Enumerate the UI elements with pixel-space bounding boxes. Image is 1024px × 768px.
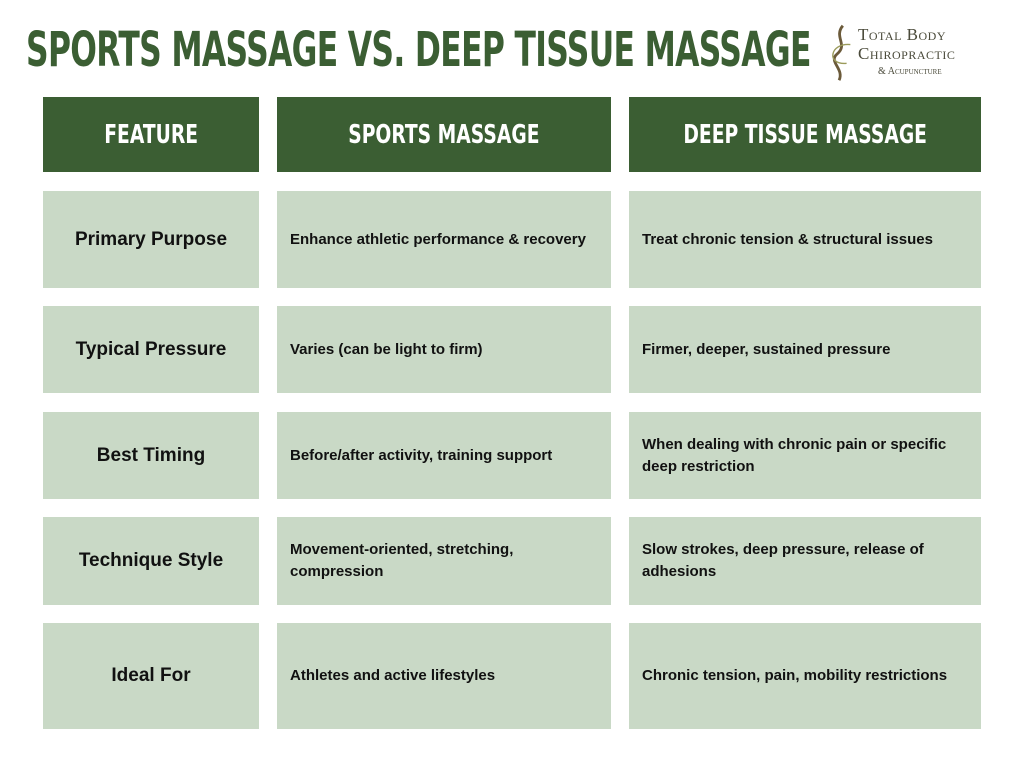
- page-title: SPORTS MASSAGE VS. DEEP TISSUE MASSAGE: [26, 22, 811, 78]
- cell-text: Best Timing: [96, 444, 206, 466]
- header-label: SPORTS MASSAGE: [348, 119, 540, 150]
- header-label: FEATURE: [104, 119, 198, 150]
- cell-text: Typical Pressure: [75, 338, 227, 360]
- table-cell-feature: Best Timing: [43, 412, 259, 499]
- cell-text: Slow strokes, deep pressure, release of …: [642, 541, 924, 580]
- table-cell-sports: Athletes and active lifestyles: [277, 623, 611, 729]
- table-cell-feature: Typical Pressure: [43, 306, 259, 393]
- table-cell-deep: Firmer, deeper, sustained pressure: [629, 306, 981, 393]
- header-deep-tissue-massage: DEEP TISSUE MASSAGE: [629, 97, 981, 172]
- table-cell-deep: When dealing with chronic pain or specif…: [629, 412, 981, 499]
- table-cell-feature: Technique Style: [43, 517, 259, 605]
- cell-text: Varies (can be light to firm): [290, 340, 483, 358]
- table-cell-sports: Varies (can be light to firm): [277, 306, 611, 393]
- table-cell-sports: Before/after activity, training support: [277, 412, 611, 499]
- logo: Total Body Chiropractic & Acupuncture: [824, 22, 994, 86]
- cell-text: Enhance athletic performance & recovery: [290, 230, 586, 248]
- table-cell-deep: Treat chronic tension & structural issue…: [629, 191, 981, 288]
- cell-text: Athletes and active lifestyles: [290, 667, 496, 684]
- table-cell-feature: Primary Purpose: [43, 191, 259, 288]
- table-cell-sports: Enhance athletic performance & recovery: [277, 191, 611, 288]
- cell-text: Primary Purpose: [74, 228, 228, 250]
- logo-line-2: Chiropractic: [858, 44, 956, 63]
- cell-text: Chronic tension, pain, mobility restrict…: [642, 667, 948, 684]
- table-cell-sports: Movement-oriented, stretching, compressi…: [277, 517, 611, 605]
- cell-text: Technique Style: [78, 550, 224, 571]
- table-cell-deep: Chronic tension, pain, mobility restrict…: [629, 623, 981, 729]
- cell-text: Firmer, deeper, sustained pressure: [642, 340, 891, 358]
- logo-line-1: Total Body: [858, 25, 947, 44]
- header-sports-massage: SPORTS MASSAGE: [277, 97, 611, 172]
- spine-logo-icon: [832, 24, 851, 81]
- cell-text: Ideal For: [111, 665, 191, 686]
- table-cell-feature: Ideal For: [43, 623, 259, 729]
- header-label: DEEP TISSUE MASSAGE: [683, 119, 927, 150]
- table-cell-deep: Slow strokes, deep pressure, release of …: [629, 517, 981, 605]
- logo-line-3: & Acupuncture: [878, 66, 942, 77]
- cell-text: Treat chronic tension & structural issue…: [642, 230, 933, 248]
- cell-text: Movement-oriented, stretching, compressi…: [290, 541, 514, 580]
- cell-text: Before/after activity, training support: [290, 446, 553, 464]
- cell-text: When dealing with chronic pain or specif…: [642, 435, 947, 475]
- header-feature: FEATURE: [43, 97, 259, 172]
